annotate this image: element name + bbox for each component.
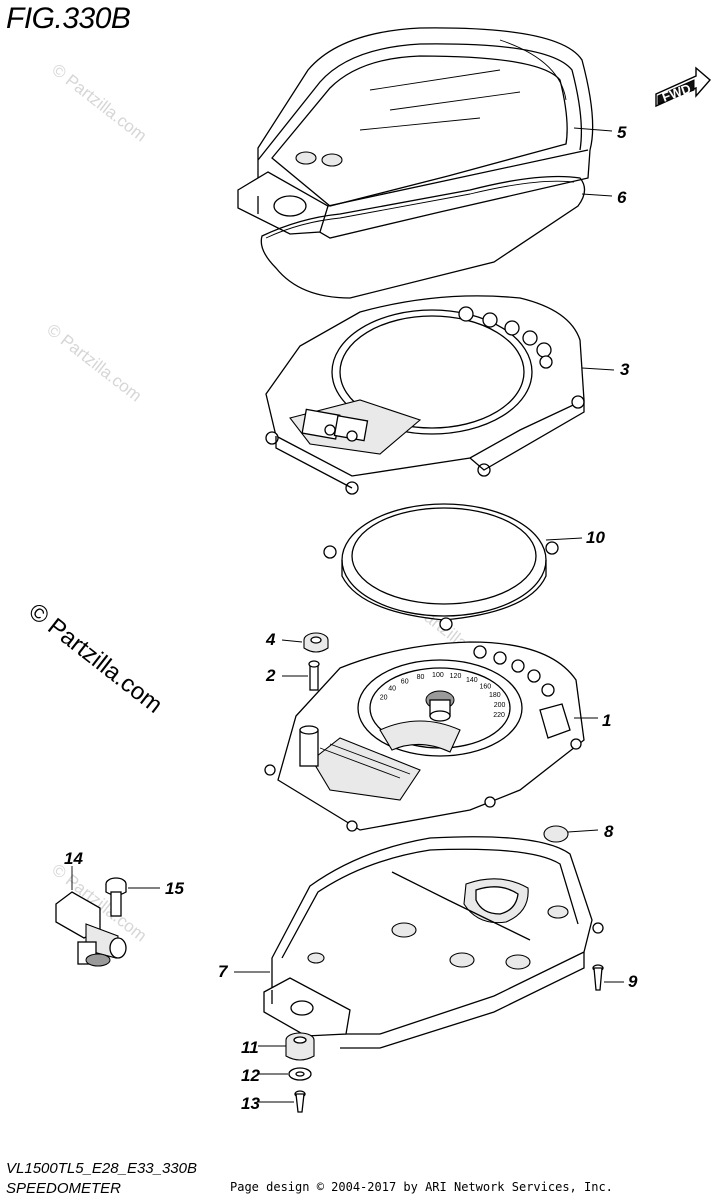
part-2-pin — [308, 660, 320, 691]
dial-number: 40 — [388, 686, 396, 693]
part-11-grommet — [285, 1032, 315, 1061]
callout-8: 8 — [604, 822, 614, 841]
callout-10: 10 — [586, 528, 605, 547]
part-12-washer — [288, 1067, 312, 1081]
dial-number: 80 — [417, 674, 425, 681]
part-8-cap — [543, 825, 569, 843]
callout-14: 14 — [64, 849, 83, 868]
part-9-screw — [592, 964, 604, 991]
part-5-case-cover — [237, 27, 594, 239]
callout-9: 9 — [628, 972, 638, 991]
dial-number: 60 — [401, 679, 409, 686]
part-10-ring — [323, 503, 559, 631]
part-6-gasket — [260, 175, 586, 299]
dial-number: 20 — [380, 694, 388, 701]
callout-5: 5 — [617, 123, 627, 142]
part-3-upper-housing — [265, 295, 585, 495]
section-name: SPEEDOMETER — [6, 1180, 122, 1197]
part-4-grommet — [303, 632, 329, 653]
part-7-lower-case — [263, 836, 604, 1049]
callout-12: 12 — [241, 1066, 260, 1085]
dial-number: 180 — [489, 692, 501, 699]
fwd-arrow-icon: FWD — [655, 66, 711, 108]
figure-title: FIG.330B — [6, 2, 131, 35]
dial-number: 100 — [432, 672, 444, 679]
dial-number: 200 — [494, 702, 506, 709]
callout-6: 6 — [617, 188, 627, 207]
callout-15: 15 — [165, 879, 184, 898]
model-code: VL1500TL5_E28_E33_330B — [6, 1160, 198, 1177]
dial-number: 140 — [466, 677, 478, 684]
part-14-speed-sensor — [55, 891, 127, 967]
housing-holes — [458, 306, 553, 369]
dial-number: 220 — [493, 712, 505, 719]
callout-3: 3 — [620, 360, 630, 379]
callout-1: 1 — [602, 711, 612, 730]
part-13-screw — [294, 1090, 306, 1113]
part-15-bolt — [105, 877, 127, 917]
callout-11: 11 — [241, 1038, 259, 1057]
callout-2: 2 — [266, 666, 276, 685]
callout-13: 13 — [241, 1094, 260, 1113]
callout-4: 4 — [266, 630, 276, 649]
part-1-meter-assembly — [264, 641, 585, 832]
dial-number: 160 — [479, 684, 491, 691]
fwd-label: FWD — [660, 81, 693, 105]
dial-number: 120 — [450, 673, 462, 680]
meter-holes — [473, 645, 555, 697]
callout-7: 7 — [218, 962, 228, 981]
page-credit: Page design © 2004-2017 by ARI Network S… — [230, 1180, 613, 1194]
